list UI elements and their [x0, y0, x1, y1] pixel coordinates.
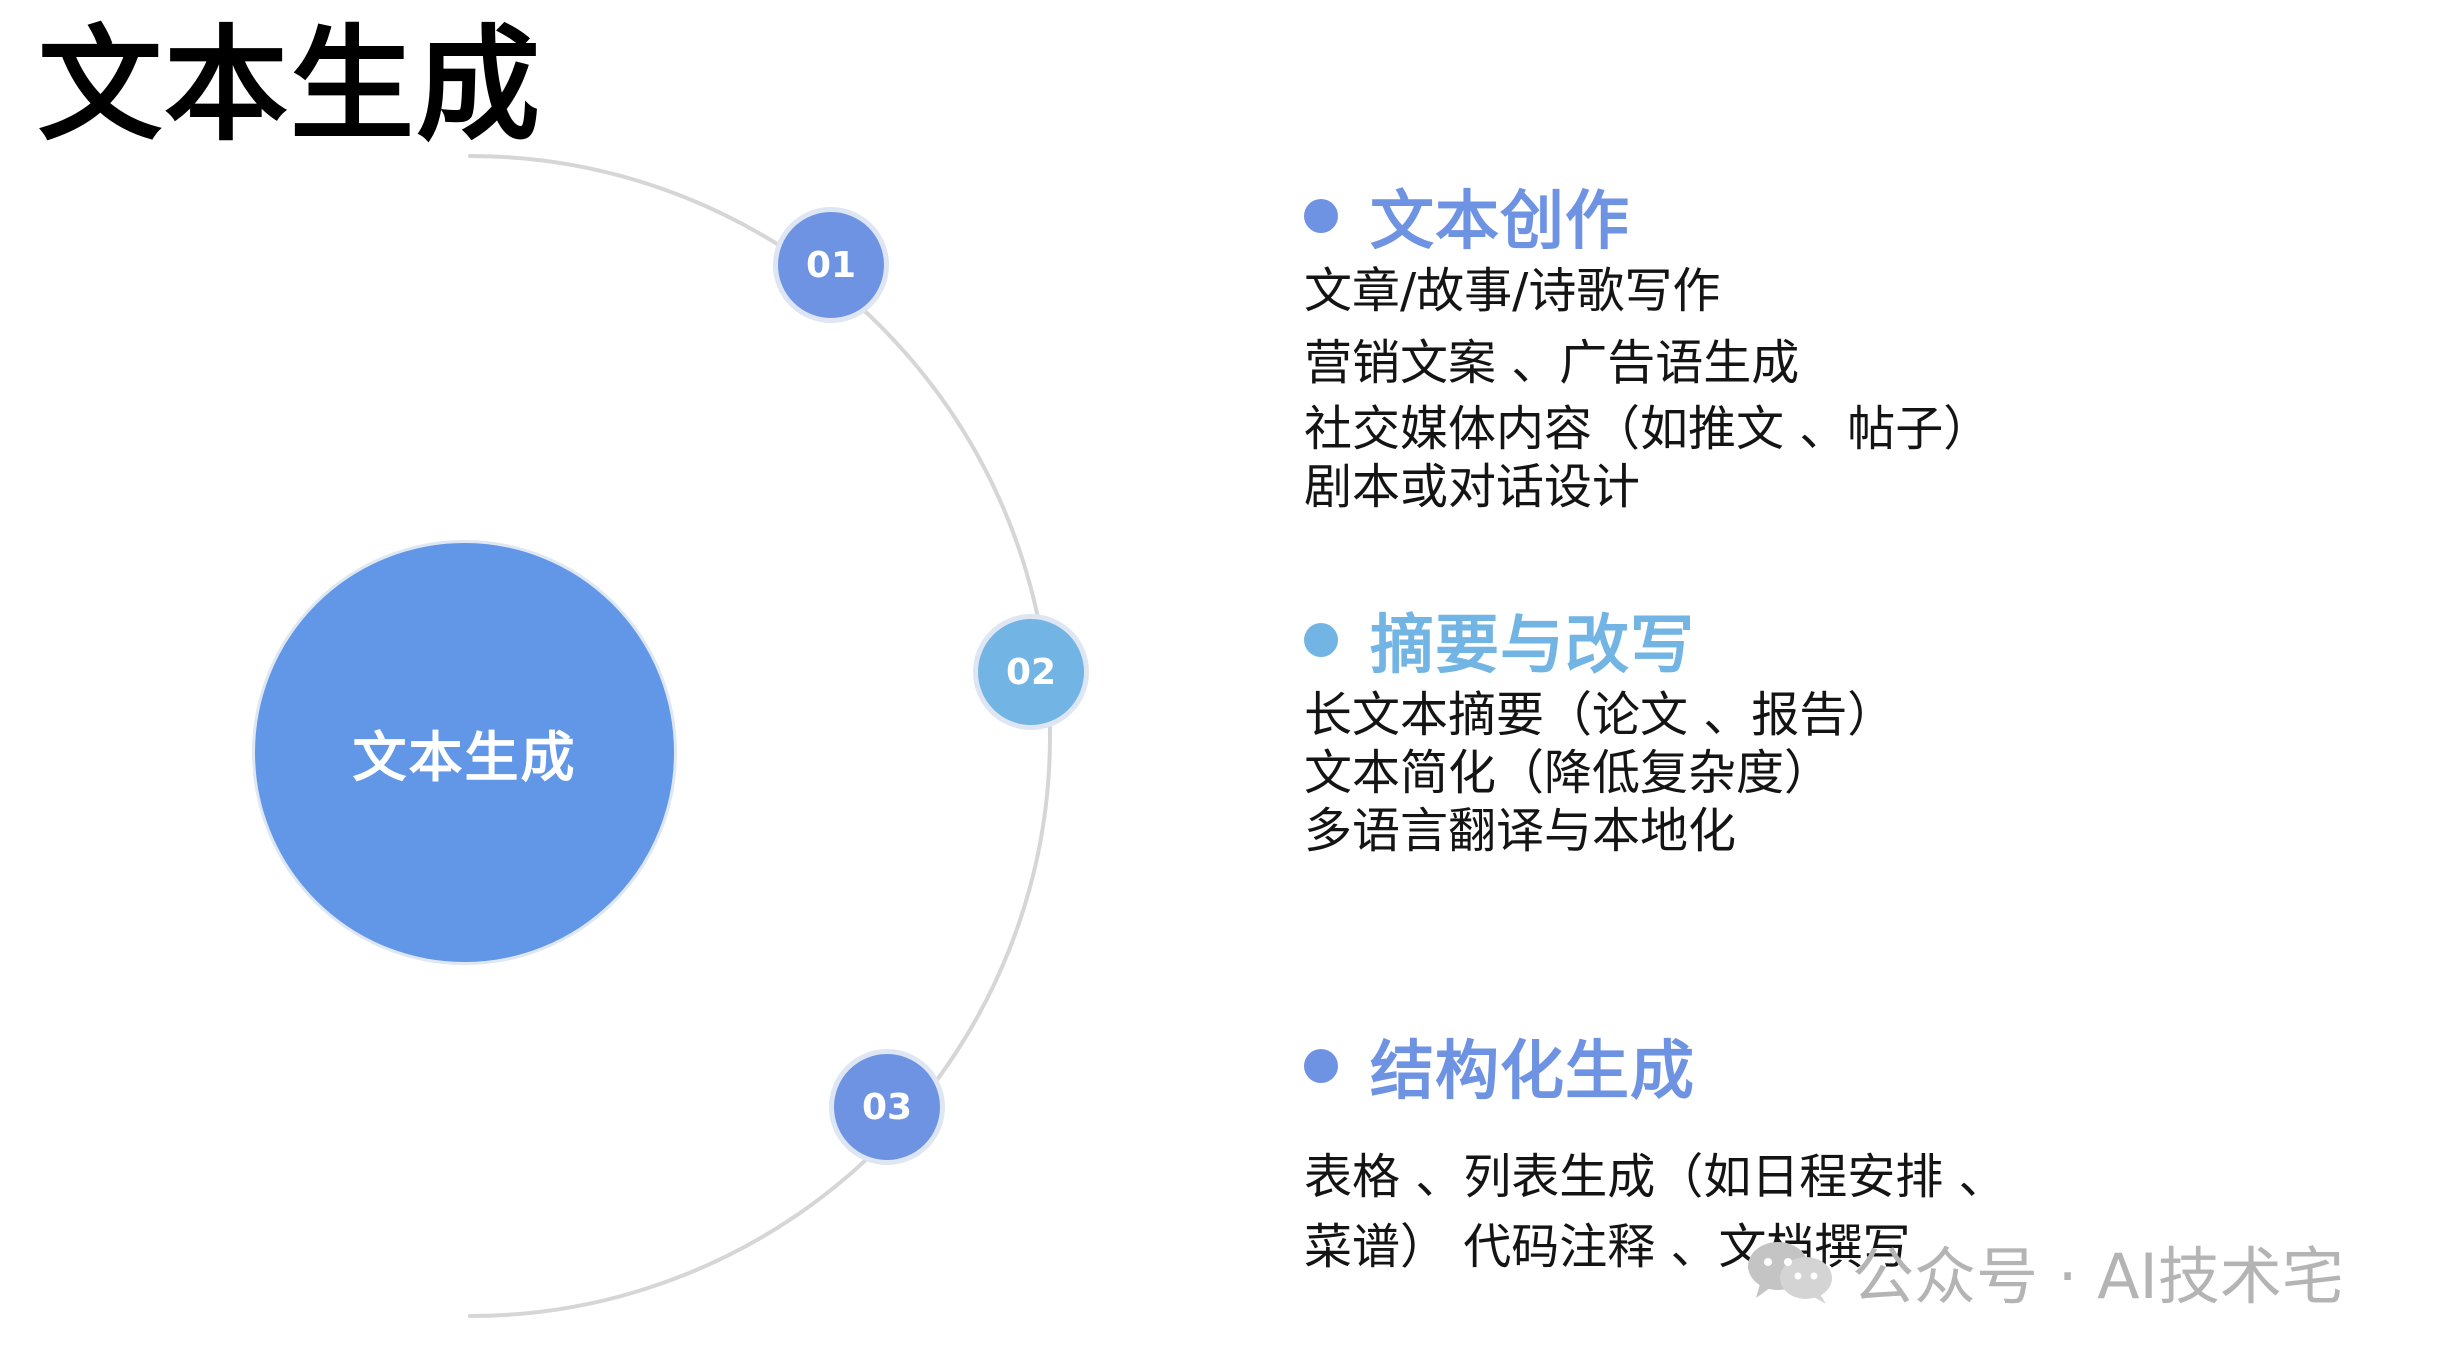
- bullet-dot-icon: [1304, 199, 1338, 233]
- section-title: 文本创作: [1370, 185, 1630, 259]
- node-label: 03: [861, 1086, 913, 1128]
- section-summary-rewrite: 摘要与改写 长文本摘要（论文 、报告） 文本简化（降低复杂度） 多语言翻译与本地…: [1304, 600, 1895, 860]
- node-label: 01: [805, 244, 857, 286]
- section-heading: 摘要与改写: [1304, 600, 1895, 683]
- watermark-text: 公众号 · AI技术宅: [1852, 1240, 2344, 1313]
- center-label: 文本生成: [352, 726, 577, 789]
- section-title: 结构化生成: [1370, 1035, 1695, 1109]
- section-title: 摘要与改写: [1370, 609, 1695, 683]
- list-item: 文本简化（降低复杂度）: [1304, 745, 1833, 801]
- list-item: 社交媒体内容（如推文 、帖子）: [1304, 401, 1992, 457]
- item-list: 文章/故事/诗歌写作 营销文案 、广告语生成 社交媒体内容（如推文 、帖子） 剧…: [1304, 262, 1991, 516]
- list-item: 剧本或对话设计: [1304, 459, 1641, 515]
- node-03: 03: [829, 1049, 945, 1165]
- list-item: 文章/故事/诗歌写作: [1304, 263, 1721, 319]
- section-text-creation: 文本创作 文章/故事/诗歌写作 营销文案 、广告语生成 社交媒体内容（如推文 、…: [1304, 176, 1991, 516]
- page-title: 文本生成: [38, 14, 543, 158]
- watermark: 公众号 · AI技术宅: [1742, 1226, 2344, 1316]
- list-item: 营销文案 、广告语生成: [1304, 335, 1800, 391]
- section-heading: 结构化生成: [1304, 1026, 2007, 1109]
- item-list: 长文本摘要（论文 、报告） 文本简化（降低复杂度） 多语言翻译与本地化: [1304, 686, 1895, 860]
- node-01: 01: [773, 207, 889, 323]
- center-circle: 文本生成: [252, 540, 677, 965]
- bullet-dot-icon: [1304, 623, 1338, 657]
- wechat-logo-icon: [1742, 1236, 1838, 1306]
- bullet-dot-icon: [1304, 1049, 1338, 1083]
- node-02: 02: [973, 614, 1089, 730]
- section-heading: 文本创作: [1304, 176, 1991, 259]
- list-item: 表格 、列表生成（如日程安排 、: [1304, 1149, 2007, 1205]
- list-item: 长文本摘要（论文 、报告）: [1304, 687, 1896, 743]
- node-label: 02: [1005, 651, 1057, 693]
- list-item: 多语言翻译与本地化: [1304, 803, 1737, 859]
